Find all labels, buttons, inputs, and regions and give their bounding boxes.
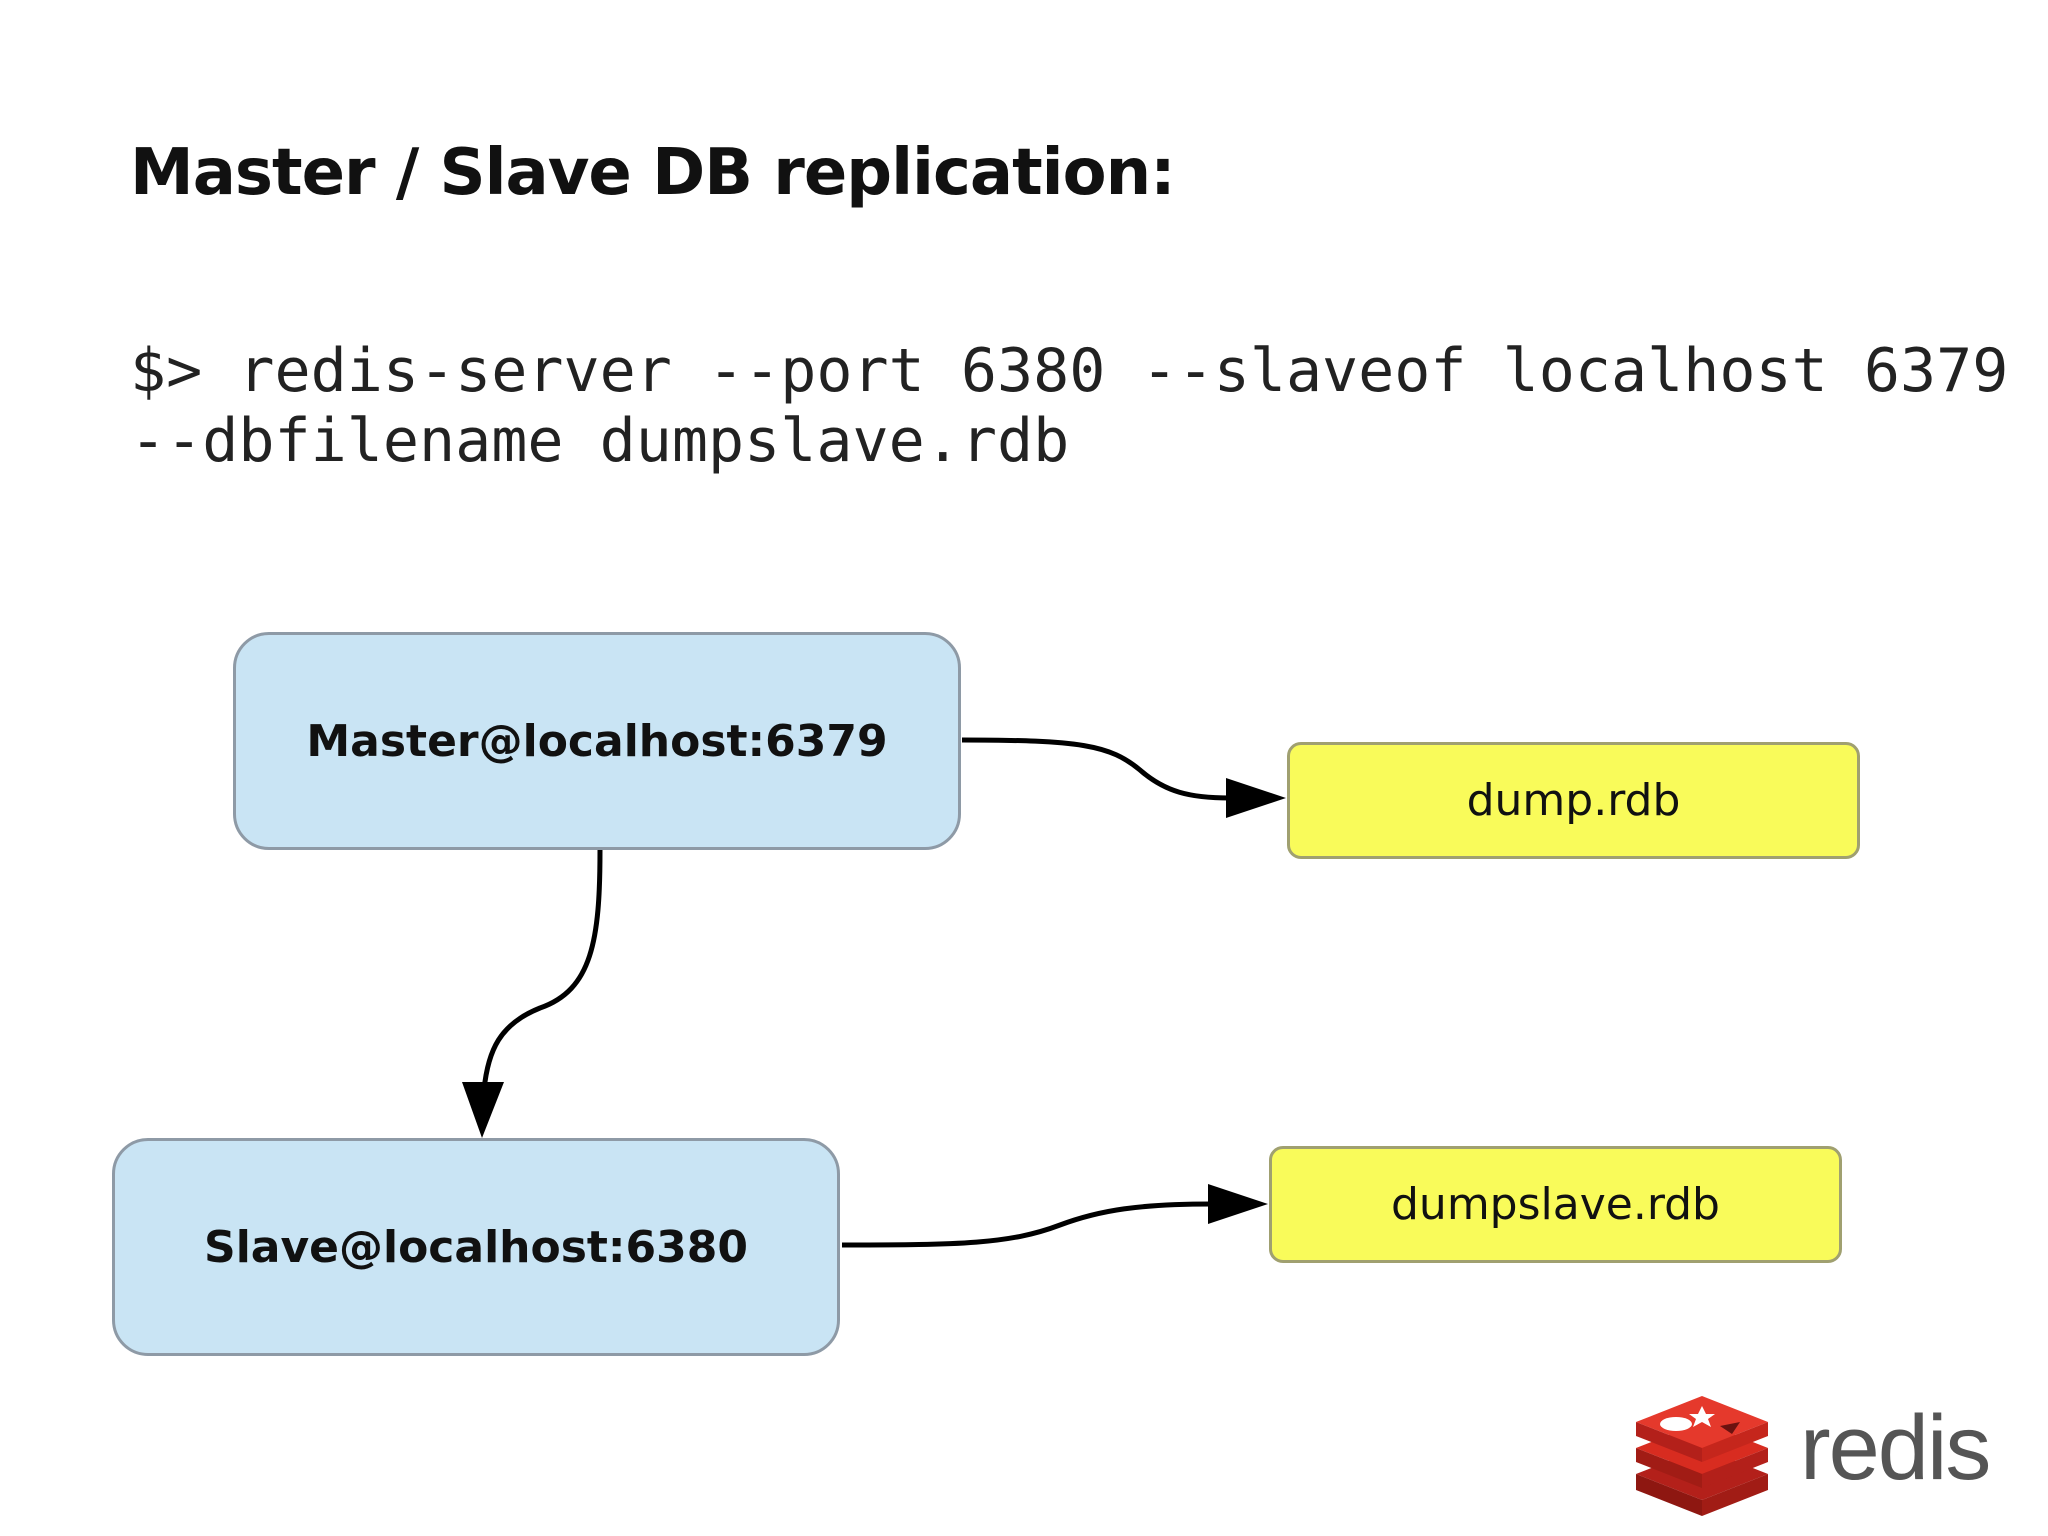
arrowhead-master-to-slave [462, 1082, 504, 1138]
arrowhead-master-to-dump [1226, 778, 1286, 818]
edge-master-to-dump [961, 737, 1231, 801]
slave-node: Slave@localhost:6380 [112, 1138, 840, 1356]
dumpslave-rdb-node: dumpslave.rdb [1269, 1146, 1842, 1263]
master-node: Master@localhost:6379 [233, 632, 961, 850]
redis-cube-icon [1636, 1396, 1768, 1516]
edge-master-to-slave [481, 849, 603, 1091]
arrowhead-slave-to-dumpslave [1208, 1184, 1268, 1224]
command-line-2: --dbfilename dumpslave.rdb [130, 406, 1070, 476]
redis-wordmark: redis [1800, 1397, 1991, 1499]
page-title: Master / Slave DB replication: [130, 136, 1176, 210]
command-line-1: $> redis-server --port 6380 --slaveof lo… [130, 336, 2009, 406]
edge-slave-to-dumpslave [841, 1201, 1213, 1248]
dump-rdb-node: dump.rdb [1287, 742, 1860, 859]
